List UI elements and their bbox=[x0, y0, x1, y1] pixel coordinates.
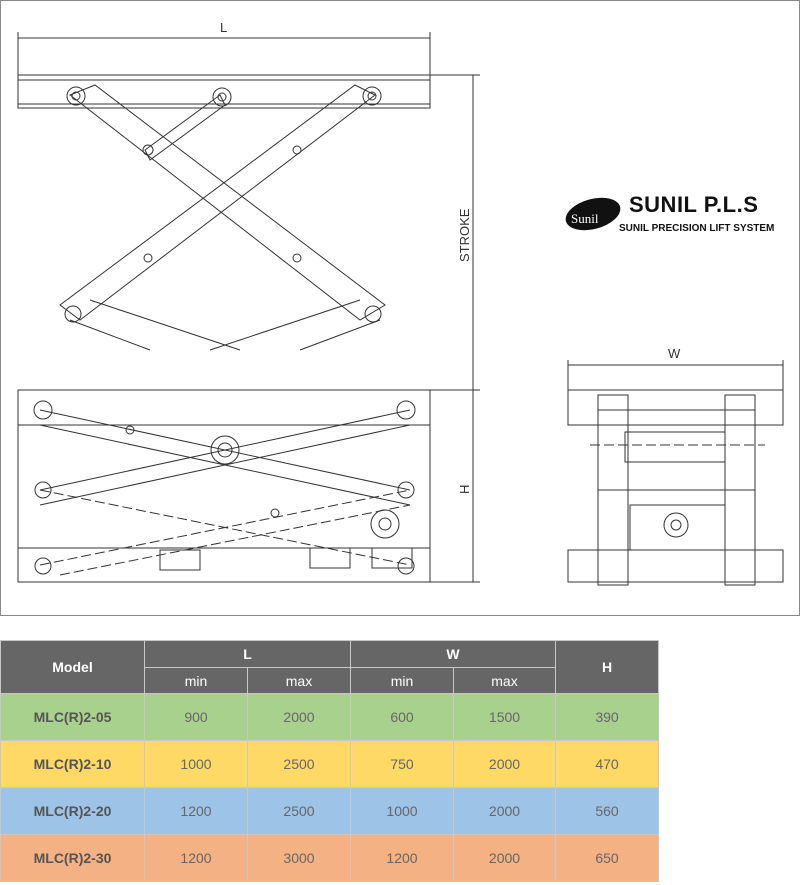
w-min-cell: 600 bbox=[350, 693, 454, 741]
l-max-cell: 3000 bbox=[247, 834, 351, 882]
w-min-cell: 1200 bbox=[350, 834, 454, 882]
raised-side-view bbox=[17, 74, 431, 351]
header-h: H bbox=[555, 640, 659, 694]
height-dimension: H bbox=[430, 390, 480, 583]
header-l-max: max bbox=[247, 667, 351, 694]
logo-subtitle: SUNIL PRECISION LIFT SYSTEM bbox=[619, 223, 775, 234]
model-cell: MLC(R)2-30 bbox=[0, 834, 145, 882]
end-view: W bbox=[567, 346, 784, 586]
w-min-cell: 750 bbox=[350, 740, 454, 788]
model-cell: MLC(R)2-20 bbox=[0, 787, 145, 835]
w-max-cell: 2000 bbox=[453, 834, 556, 882]
h-cell: 470 bbox=[555, 740, 659, 788]
model-cell: MLC(R)2-05 bbox=[0, 693, 145, 741]
stroke-dimension: STROKE bbox=[430, 74, 480, 391]
length-dimension: L bbox=[17, 20, 431, 75]
lowered-side-view bbox=[17, 389, 431, 583]
l-min-cell: 900 bbox=[144, 693, 248, 741]
w-max-cell: 2000 bbox=[453, 787, 556, 835]
company-logo: Sunil SUNIL P.L.S SUNIL PRECISION LIFT S… bbox=[563, 190, 793, 245]
h-cell: 390 bbox=[555, 693, 659, 741]
svg-text:L: L bbox=[220, 20, 227, 35]
w-max-cell: 2000 bbox=[453, 740, 556, 788]
header-model: Model bbox=[0, 640, 145, 694]
h-cell: 560 bbox=[555, 787, 659, 835]
header-l: L bbox=[144, 640, 351, 668]
svg-text:H: H bbox=[457, 485, 472, 494]
h-cell: 650 bbox=[555, 834, 659, 882]
technical-drawing: L STROKE bbox=[0, 0, 800, 616]
header-w-max: max bbox=[453, 667, 556, 694]
w-max-cell: 1500 bbox=[453, 693, 556, 741]
l-max-cell: 2000 bbox=[247, 693, 351, 741]
l-min-cell: 1200 bbox=[144, 834, 248, 882]
svg-text:Sunil: Sunil bbox=[571, 211, 599, 226]
sunil-logo-mark: Sunil bbox=[565, 197, 621, 231]
svg-text:STROKE: STROKE bbox=[457, 208, 472, 262]
l-max-cell: 2500 bbox=[247, 787, 351, 835]
header-w-min: min bbox=[350, 667, 454, 694]
l-min-cell: 1200 bbox=[144, 787, 248, 835]
header-l-min: min bbox=[144, 667, 248, 694]
w-min-cell: 1000 bbox=[350, 787, 454, 835]
header-w: W bbox=[350, 640, 556, 668]
l-max-cell: 2500 bbox=[247, 740, 351, 788]
svg-text:W: W bbox=[668, 346, 681, 361]
l-min-cell: 1000 bbox=[144, 740, 248, 788]
logo-title: SUNIL P.L.S bbox=[629, 192, 759, 217]
model-cell: MLC(R)2-10 bbox=[0, 740, 145, 788]
